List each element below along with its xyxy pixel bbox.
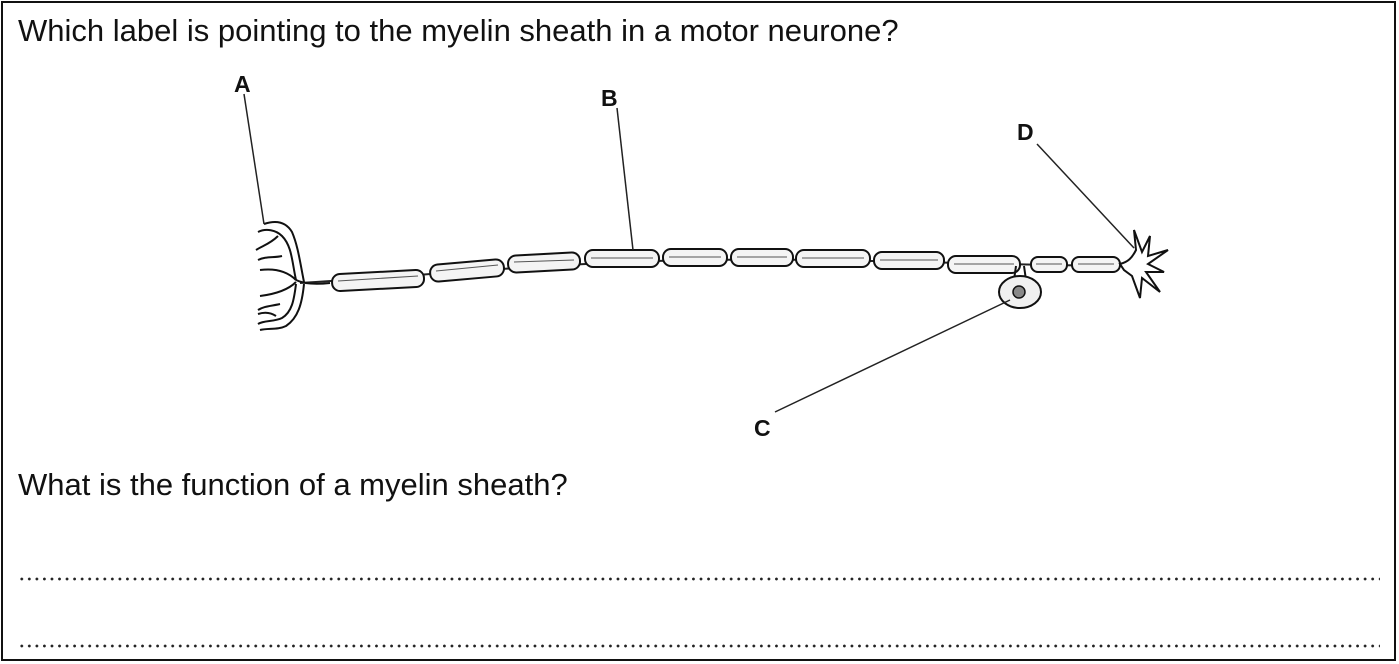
myelin-segment-2 [429,258,505,283]
answer-line-1[interactable] [18,576,1380,582]
leader-line-a [243,93,265,225]
leader-line-d [1036,143,1135,249]
label-a: A [234,71,251,97]
leader-lines [243,93,1135,413]
myelin-segment-1 [331,269,426,292]
label-b: B [601,85,618,111]
label-c: C [754,415,771,441]
question-1-text: Which label is pointing to the myelin sh… [18,13,899,48]
answer-line-2[interactable] [18,643,1380,649]
dendrites [1118,229,1169,299]
myelin-inner-lines [337,256,1114,282]
nucleus [1012,285,1026,299]
leader-line-c [774,299,1011,413]
leader-line-b [616,107,634,251]
myelin-segment-3 [507,251,582,274]
motor-end-plate [255,221,331,331]
question-2-text: What is the function of a myelin sheath? [18,467,568,502]
label-d: D [1017,119,1034,145]
